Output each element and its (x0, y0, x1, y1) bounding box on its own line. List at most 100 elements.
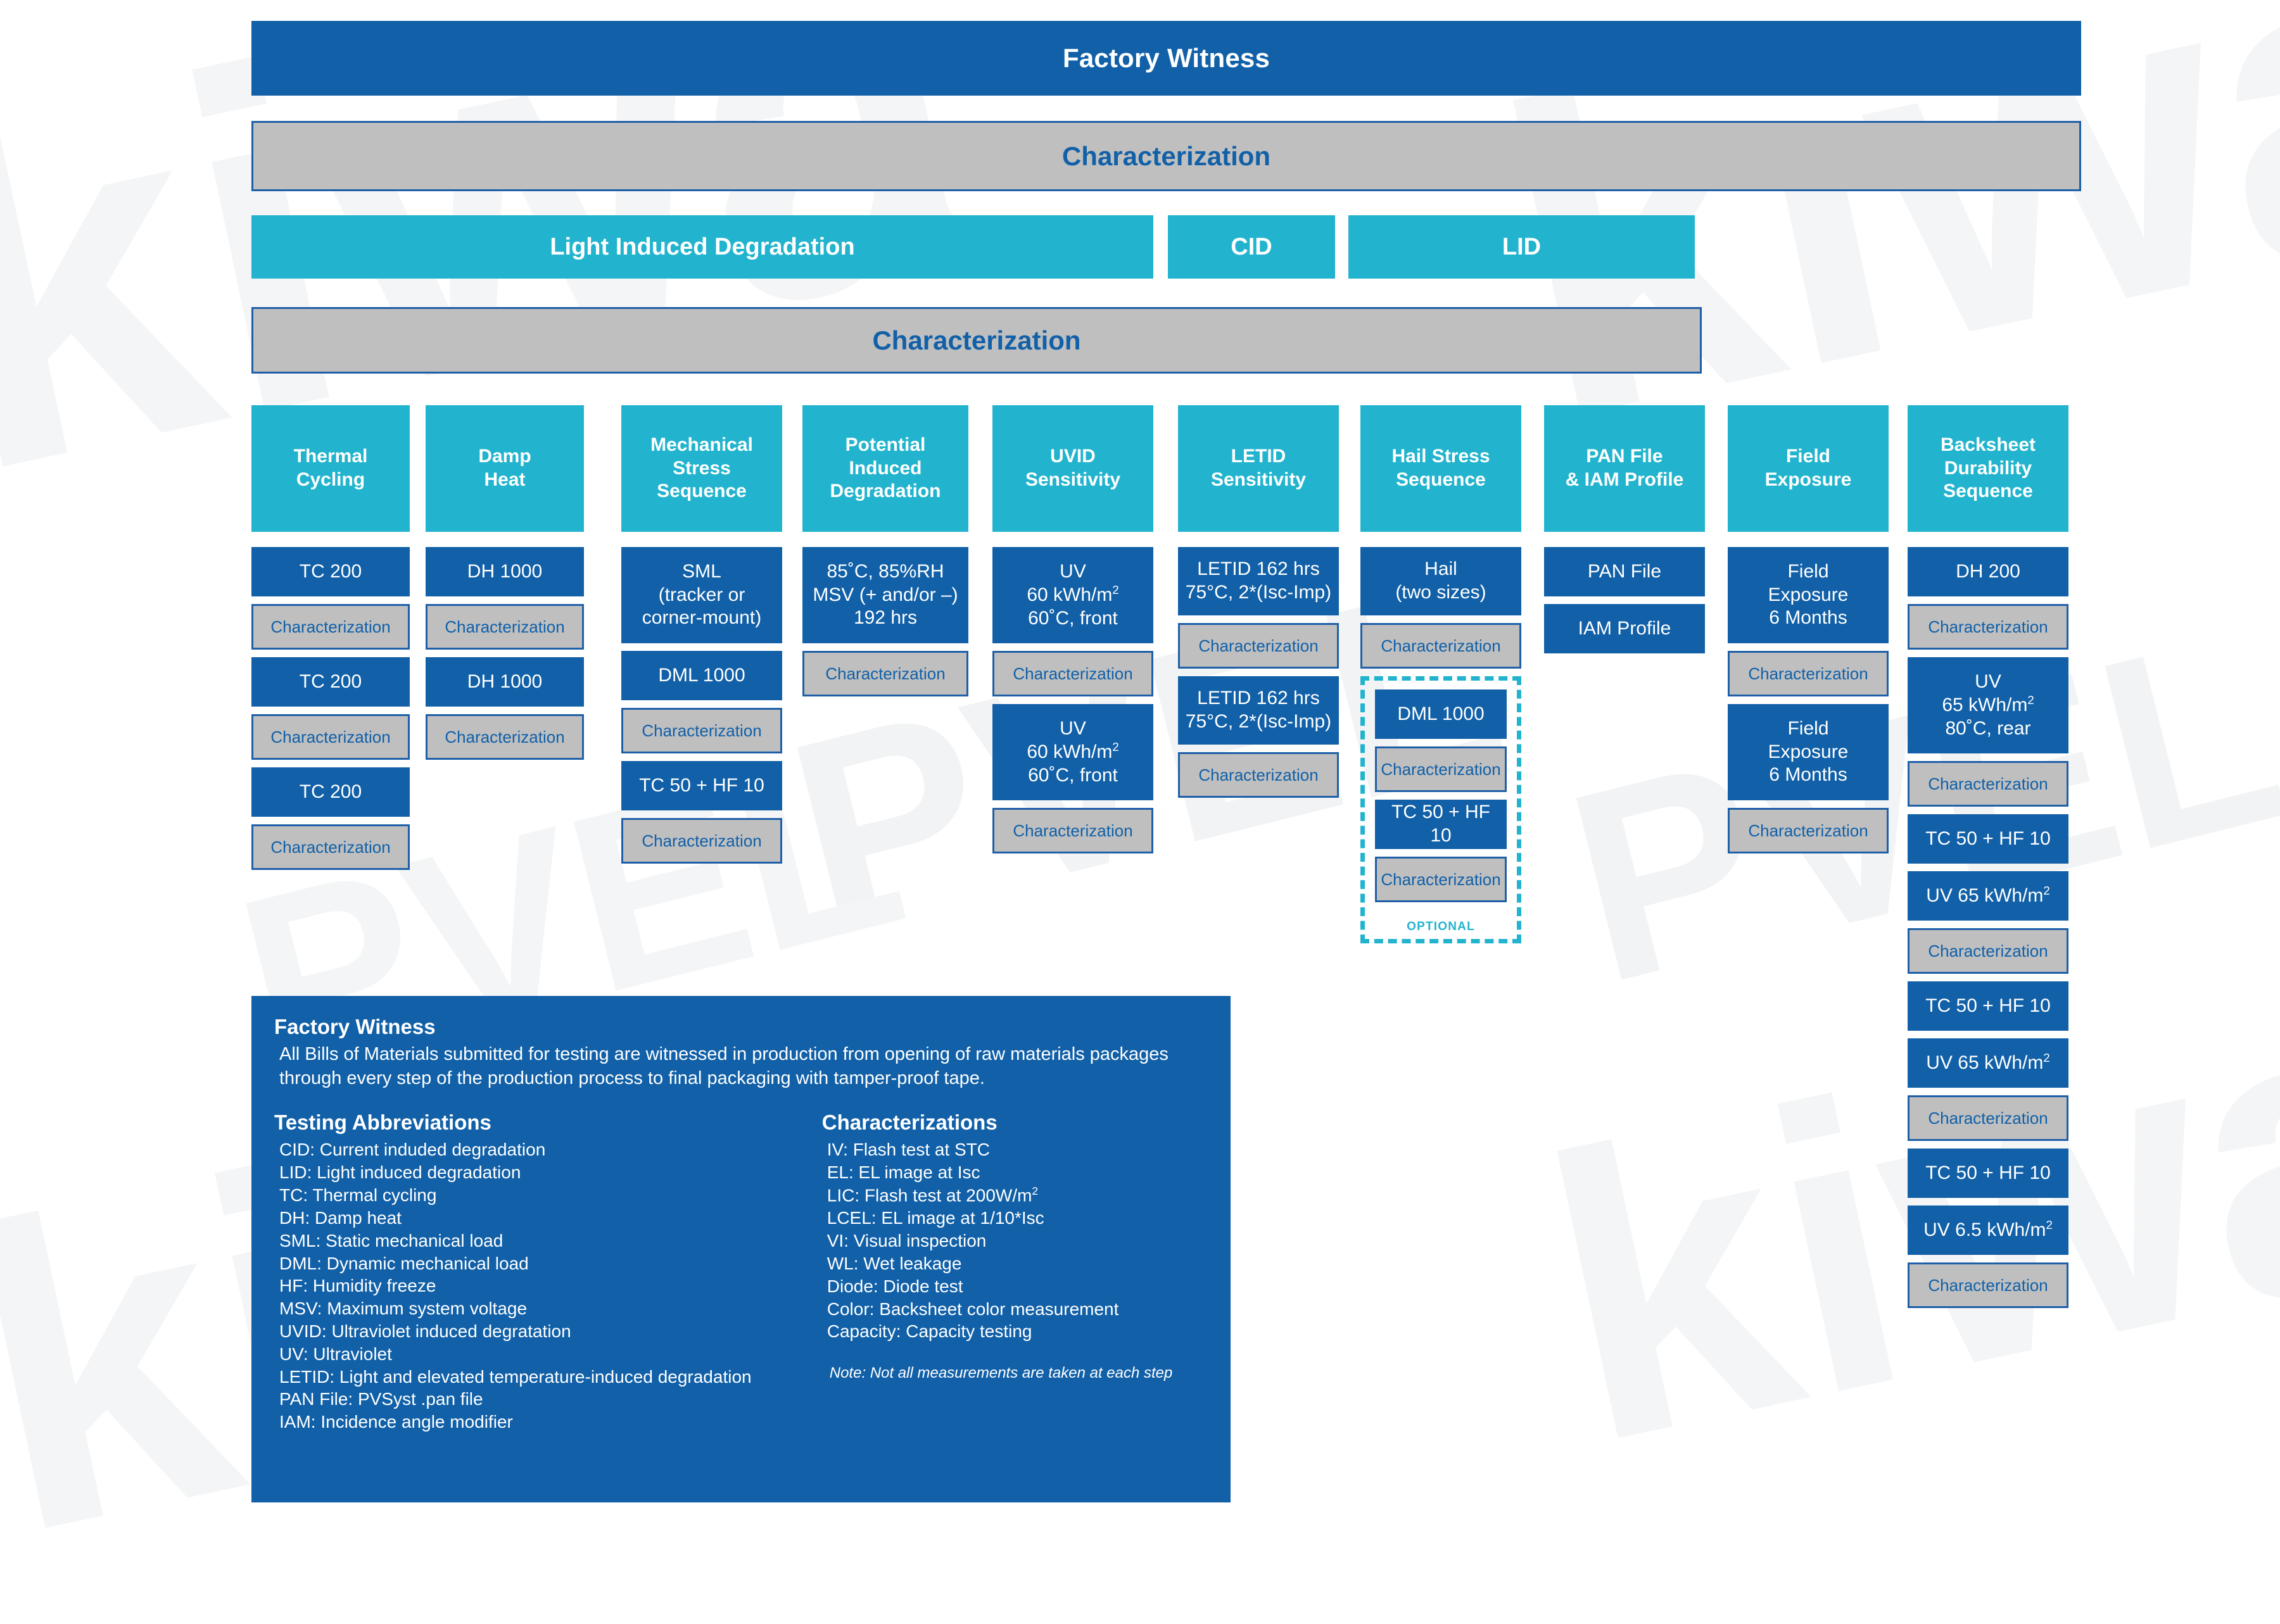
step-line: 80˚C, rear (1945, 717, 2031, 739)
abbreviation-item: TC: Thermal cycling (279, 1185, 437, 1205)
step-line: TC 50 + HF 10 (1391, 802, 1490, 846)
step-line: 75°C, 2*(Isc-Imp) (1185, 711, 1332, 732)
step-line: Characterization (642, 721, 762, 740)
characterization-step-field-exposure-3: Characterization (1728, 808, 1889, 853)
column-header-line: Induced (849, 457, 922, 479)
column-header-line: Sensitivity (1210, 469, 1307, 490)
characterization-step-backsheet-durability-sequence-3: Characterization (1908, 761, 2068, 807)
step-line: Exposure (1768, 741, 1849, 762)
abbreviation-item: MSV: Maximum system voltage (279, 1299, 528, 1319)
characterization-step-thermal-cycling-1: Characterization (251, 604, 410, 650)
column-header-line: Sequence (1943, 481, 2033, 502)
abbreviation-item: IAM: Incidence angle modifier (279, 1412, 513, 1432)
step-line: Characterization (1928, 774, 2048, 793)
step-line: TC 200 (299, 560, 362, 582)
step-line: Field (1787, 561, 1829, 582)
characterization-step-field-exposure-1: Characterization (1728, 651, 1889, 696)
column-header-pan-file-iam-profile: PAN File& IAM Profile (1544, 405, 1705, 532)
legend-factory-witness-title: Factory Witness (274, 1015, 436, 1038)
step-line: Characterization (1013, 664, 1133, 683)
step-line: Characterization (1381, 759, 1501, 779)
abbreviation-item: HF: Humidity freeze (279, 1276, 436, 1296)
step-line: 192 hrs (853, 607, 918, 629)
column-header-line: Sequence (657, 481, 747, 502)
test-step-backsheet-durability-sequence-7: TC 50 + HF 10 (1908, 981, 2068, 1031)
step-line: DML 1000 (658, 664, 745, 686)
characterization-step-letid-sensitivity-1: Characterization (1178, 623, 1339, 669)
step-line: DH 1000 (467, 670, 543, 692)
step-line: Characterization (1748, 664, 1868, 683)
step-line: TC 50 + HF 10 (639, 774, 764, 796)
abbreviation-item: SML: Static mechanical load (279, 1230, 504, 1250)
step-line: Characterization (1198, 636, 1319, 655)
step-line: Characterization (1928, 1275, 2048, 1295)
legend-panel: Factory Witness All Bills of Materials s… (251, 996, 1231, 1502)
factory-witness-banner: Factory Witness (251, 21, 2081, 96)
characterization-step-thermal-cycling-3: Characterization (251, 714, 410, 760)
step-line: 60˚C, front (1028, 764, 1118, 786)
characterization-step-letid-sensitivity-3: Characterization (1178, 752, 1339, 798)
column-header-line: & IAM Profile (1565, 469, 1684, 490)
characterization-step-hail-stress-sequence-optional-1: Characterization (1375, 746, 1507, 792)
column-header-line: Degradation (830, 481, 941, 502)
legend-characterizations-title: Characterizations (821, 1111, 998, 1135)
step-line: Characterization (1748, 821, 1868, 840)
step-line: Characterization (1198, 765, 1319, 784)
step-line: Characterization (1928, 1108, 2048, 1128)
test-step-backsheet-durability-sequence-5: UV 65 kWh/m2 (1908, 871, 2068, 921)
step-line: Characterization (1381, 869, 1501, 889)
step-line: UV 65 kWh/m2 (1926, 884, 2050, 907)
step-line: (tracker or (658, 584, 745, 605)
abbreviation-item: DH: Damp heat (279, 1207, 402, 1228)
abbreviation-item: LID: Light induced degradation (279, 1162, 521, 1183)
legend-factory-witness-body: All Bills of Materials submitted for tes… (279, 1044, 1168, 1088)
characterization-step-hail-stress-sequence-1: Characterization (1360, 623, 1521, 669)
step-line: Characterization (445, 617, 565, 636)
column-header-line: Mechanical (650, 434, 753, 456)
step-line: 85˚C, 85%RH (826, 561, 944, 582)
characterization-item: Color: Backsheet color measurement (826, 1299, 1119, 1319)
characterization-item: VI: Visual inspection (826, 1231, 987, 1251)
step-line: MSV (+ and/or –) (813, 584, 958, 605)
characterization-step-damp-heat-3: Characterization (426, 714, 584, 760)
column-header-line: UVID (1050, 446, 1096, 467)
abbreviation-item: CID: Current induded degradation (279, 1140, 546, 1160)
test-step-thermal-cycling-2: TC 200 (251, 657, 410, 707)
test-step-backsheet-durability-sequence-8: UV 65 kWh/m2 (1908, 1038, 2068, 1088)
step-line: UV (1975, 670, 2001, 692)
characterization-item: LCEL: EL image at 1/10*Isc (826, 1208, 1044, 1228)
abbreviation-item: DML: Dynamic mechanical load (279, 1253, 529, 1273)
column-header-line: Field (1785, 446, 1830, 467)
column-header-line: Sensitivity (1025, 469, 1121, 490)
step-line: Characterization (270, 617, 391, 636)
step-line: corner-mount) (642, 607, 762, 629)
characterization-item: LIC: Flash test at 200W/m2 (826, 1185, 1039, 1205)
step-line: 60 kWh/m2 (1027, 740, 1119, 763)
characterization-item: IV: Flash test at STC (826, 1140, 991, 1160)
